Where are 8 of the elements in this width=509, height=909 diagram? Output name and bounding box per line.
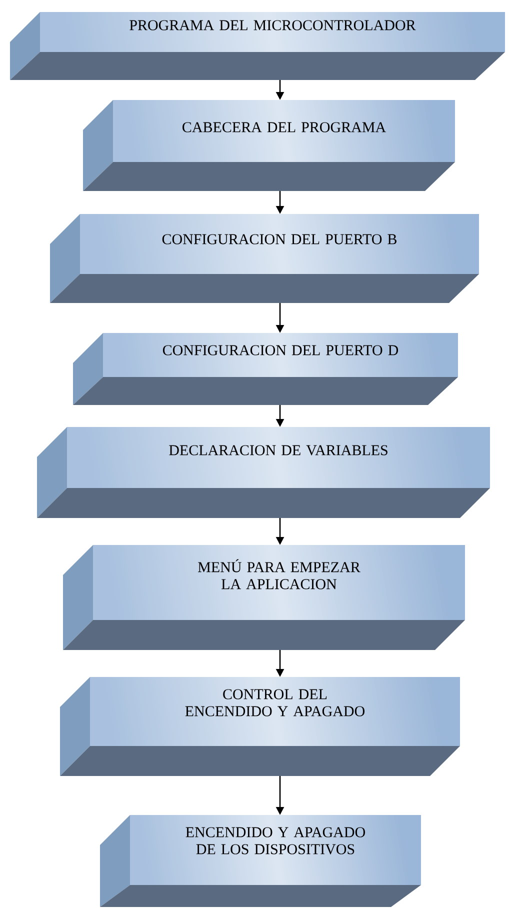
process-box: MENÚ PARA EMPEZAR LA APLICACION (63, 545, 465, 650)
process-box: CONTROL DEL ENCENDIDO Y APAGADO (60, 677, 460, 776)
process-box: CABECERA DEL PROGRAMA (83, 100, 455, 191)
process-box: PROGRAMA DEL MICROCONTROLADOR (10, 12, 505, 80)
process-box: CONFIGURACION DEL PUERTO D (73, 333, 458, 405)
process-box: CONFIGURACION DEL PUERTO B (50, 214, 479, 303)
process-box: ENCENDIDO Y APAGADO DE LOS DISPOSITIVOS (100, 815, 421, 907)
process-box: DECLARACION DE VARIABLES (37, 427, 490, 518)
